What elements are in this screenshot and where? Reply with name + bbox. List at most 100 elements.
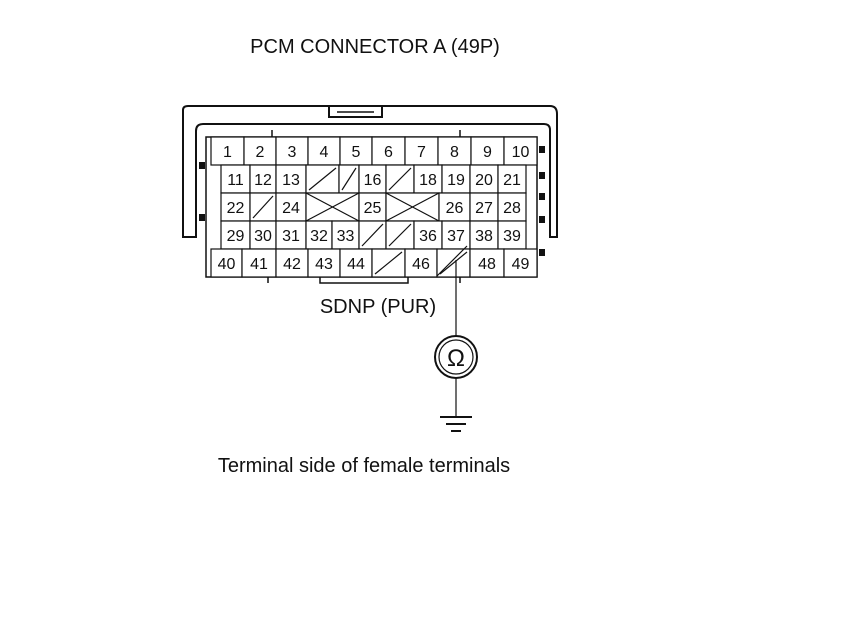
pin-number: 29 [227,228,245,245]
pin-number: 4 [320,144,329,161]
wire-label: SDNP (PUR) [320,296,436,318]
pin-cell-38: 38 [469,220,499,250]
pin-number: 31 [282,228,300,245]
pin-number: 11 [227,172,244,189]
pin-number: 16 [364,172,382,189]
pin-number: 30 [254,228,272,245]
pin-number: 2 [256,144,265,161]
pin-cell-41: 41 [241,248,277,278]
pin-cell-10: 10 [503,136,538,166]
pin-cell-31: 31 [275,220,307,250]
pin-number: 3 [288,144,297,161]
empty-cavity [385,164,415,194]
pin-number: 46 [412,256,430,273]
pin-number: 18 [419,172,437,189]
pin-number: 24 [282,200,300,217]
pin-cell-40: 40 [210,248,243,278]
pin-number: 33 [337,228,355,245]
pin-number: 39 [503,228,521,245]
pin-number: 41 [250,256,268,273]
pin-cell-37: 37 [441,220,471,250]
pin-number: 44 [347,256,365,273]
pin-number: 6 [384,144,393,161]
pin-number: 7 [417,144,426,161]
empty-cavity [385,192,440,222]
pin-cell-12: 12 [249,164,277,194]
pin-cell-39: 39 [497,220,527,250]
pin-number: 21 [503,172,521,189]
pin-number: 8 [450,144,459,161]
ohm-symbol: Ω [447,345,465,372]
pin-number: 27 [475,200,493,217]
pin-cell-18: 18 [413,164,443,194]
connector-latch-marks [199,146,545,256]
pin-cell-6: 6 [371,136,406,166]
pin-cell-29: 29 [220,220,251,250]
pin-cell-4: 4 [307,136,341,166]
pin-number: 1 [223,144,232,161]
pin-number: 48 [478,256,496,273]
pin-number: 5 [352,144,361,161]
pin-cell-8: 8 [437,136,472,166]
empty-cavity [305,164,340,194]
pin-cell-11: 11 [220,164,251,194]
diagram-caption: Terminal side of female terminals [218,455,510,477]
pin-number: 40 [218,256,236,273]
pin-number: 36 [419,228,437,245]
pin-number: 22 [227,200,245,217]
pin-cell-27: 27 [469,192,499,222]
pin-cell-16: 16 [358,164,387,194]
empty-cavity [338,164,360,194]
pin-cell-44: 44 [339,248,373,278]
empty-cavity [358,220,387,250]
pin-number: 37 [447,228,465,245]
pin-number: 32 [310,228,328,245]
empty-cavity [371,248,406,278]
empty-cavity [436,248,471,278]
pin-cell-19: 19 [441,164,471,194]
pin-number: 19 [447,172,465,189]
pin-number: 43 [315,256,333,273]
pin-number: 38 [475,228,493,245]
pin-cell-25: 25 [358,192,387,222]
pin-number: 20 [475,172,493,189]
pin-cell-24: 24 [275,192,307,222]
pin-cell-21: 21 [497,164,527,194]
ohmmeter-icon: Ω [434,335,478,379]
pin-cell-33: 33 [331,220,360,250]
pin-cell-26: 26 [438,192,471,222]
pin-cell-5: 5 [339,136,373,166]
pin-cell-9: 9 [470,136,505,166]
pin-number: 25 [364,200,382,217]
pin-cell-46: 46 [404,248,438,278]
pin-number: 12 [254,172,272,189]
pin-number: 42 [283,256,301,273]
diagram-title: PCM CONNECTOR A (49P) [250,36,500,58]
pin-number: 28 [503,200,521,217]
ground-icon [440,416,472,432]
pin-cell-28: 28 [497,192,527,222]
pin-cell-1: 1 [210,136,245,166]
pin-cell-22: 22 [220,192,251,222]
empty-cavity [385,220,415,250]
pin-cell-49: 49 [503,248,538,278]
pin-cell-32: 32 [305,220,333,250]
pin-cell-36: 36 [413,220,443,250]
pin-cell-20: 20 [469,164,499,194]
pin-cell-30: 30 [249,220,277,250]
empty-cavity [305,192,360,222]
pin-cell-3: 3 [275,136,309,166]
pin-number: 10 [512,144,530,161]
pin-number: 49 [512,256,530,273]
empty-cavity [249,192,277,222]
pin-number: 26 [446,200,464,217]
pin-number: 9 [483,144,492,161]
pin-cell-2: 2 [243,136,277,166]
pin-number: 13 [282,172,300,189]
probe-wire [436,245,468,416]
pin-cell-13: 13 [275,164,307,194]
pin-cell-42: 42 [275,248,309,278]
pin-cell-48: 48 [469,248,505,278]
